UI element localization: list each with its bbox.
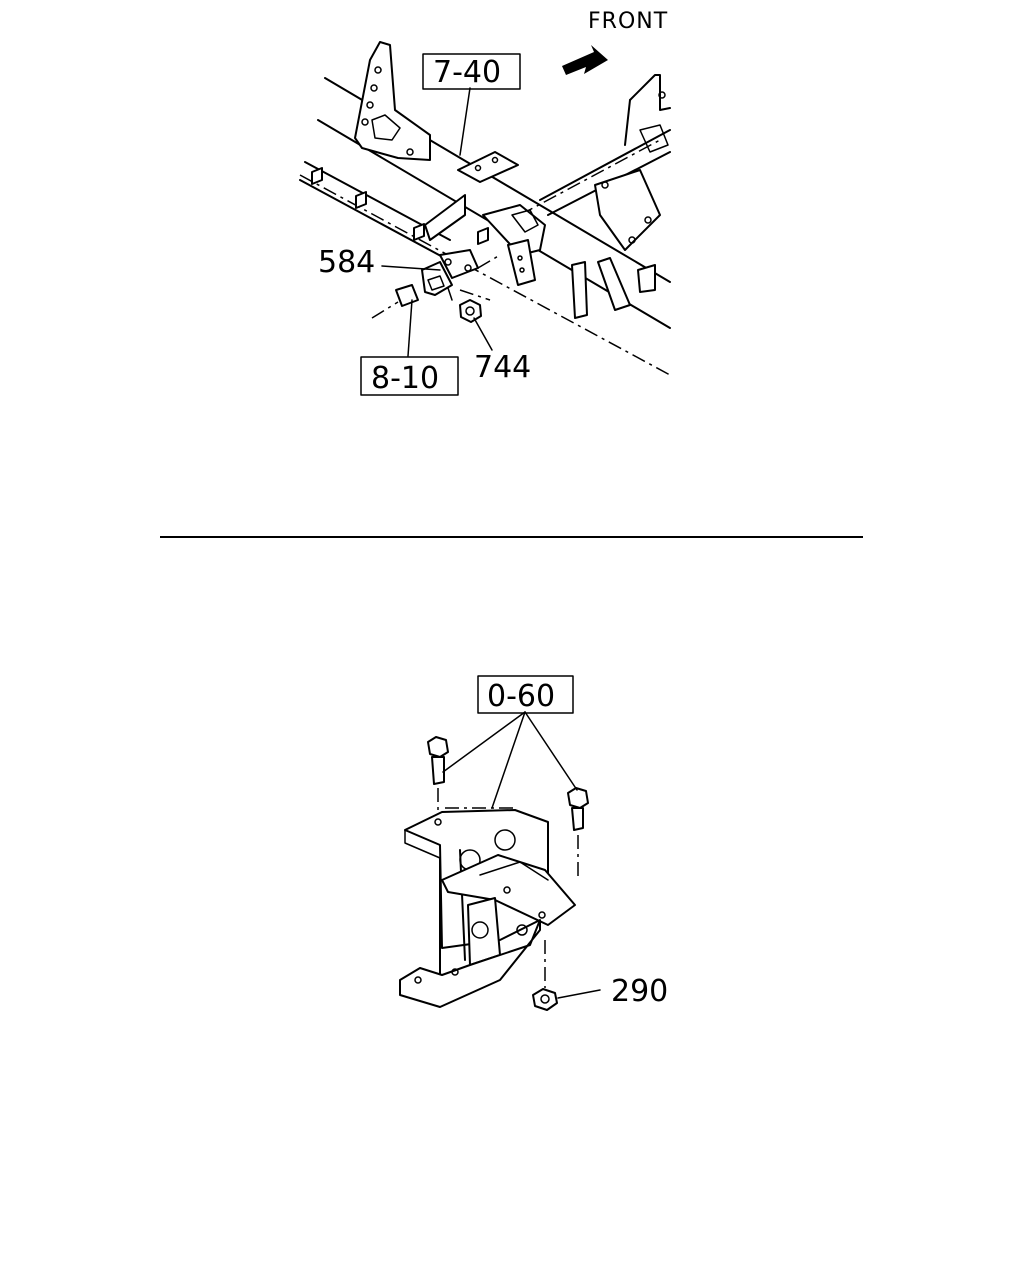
front-arrow-icon [562, 45, 608, 75]
ref-label-0-60: 0-60 [487, 679, 555, 714]
part-label-744: 744 [474, 350, 531, 385]
ref-box-7-40 [422, 53, 521, 90]
right-bolt [567, 787, 589, 880]
ref-box-0-60 [477, 675, 574, 714]
part-584-bracket [421, 249, 501, 301]
part-290-nut [532, 988, 558, 1011]
part-label-584: 584 [318, 245, 375, 280]
bottom-leader-lines [442, 711, 601, 999]
left-bolt [427, 736, 449, 825]
frame-bracket [424, 151, 546, 286]
left-gusset [354, 41, 431, 161]
ref-label-7-40: 7-40 [433, 55, 501, 90]
part-744-nut [459, 299, 482, 323]
top-exploded-view: FRONT [299, 9, 671, 396]
mounting-bracket [399, 807, 576, 1008]
top-leader-lines [381, 87, 493, 357]
bottom-exploded-view: 0-60 290 [399, 675, 668, 1011]
part-label-290: 290 [611, 974, 668, 1009]
right-cross-member [571, 74, 671, 319]
rail-studs [311, 167, 489, 245]
front-label: FRONT [588, 9, 668, 34]
ref-label-8-10: 8-10 [371, 361, 439, 396]
ref-box-8-10 [360, 356, 459, 396]
